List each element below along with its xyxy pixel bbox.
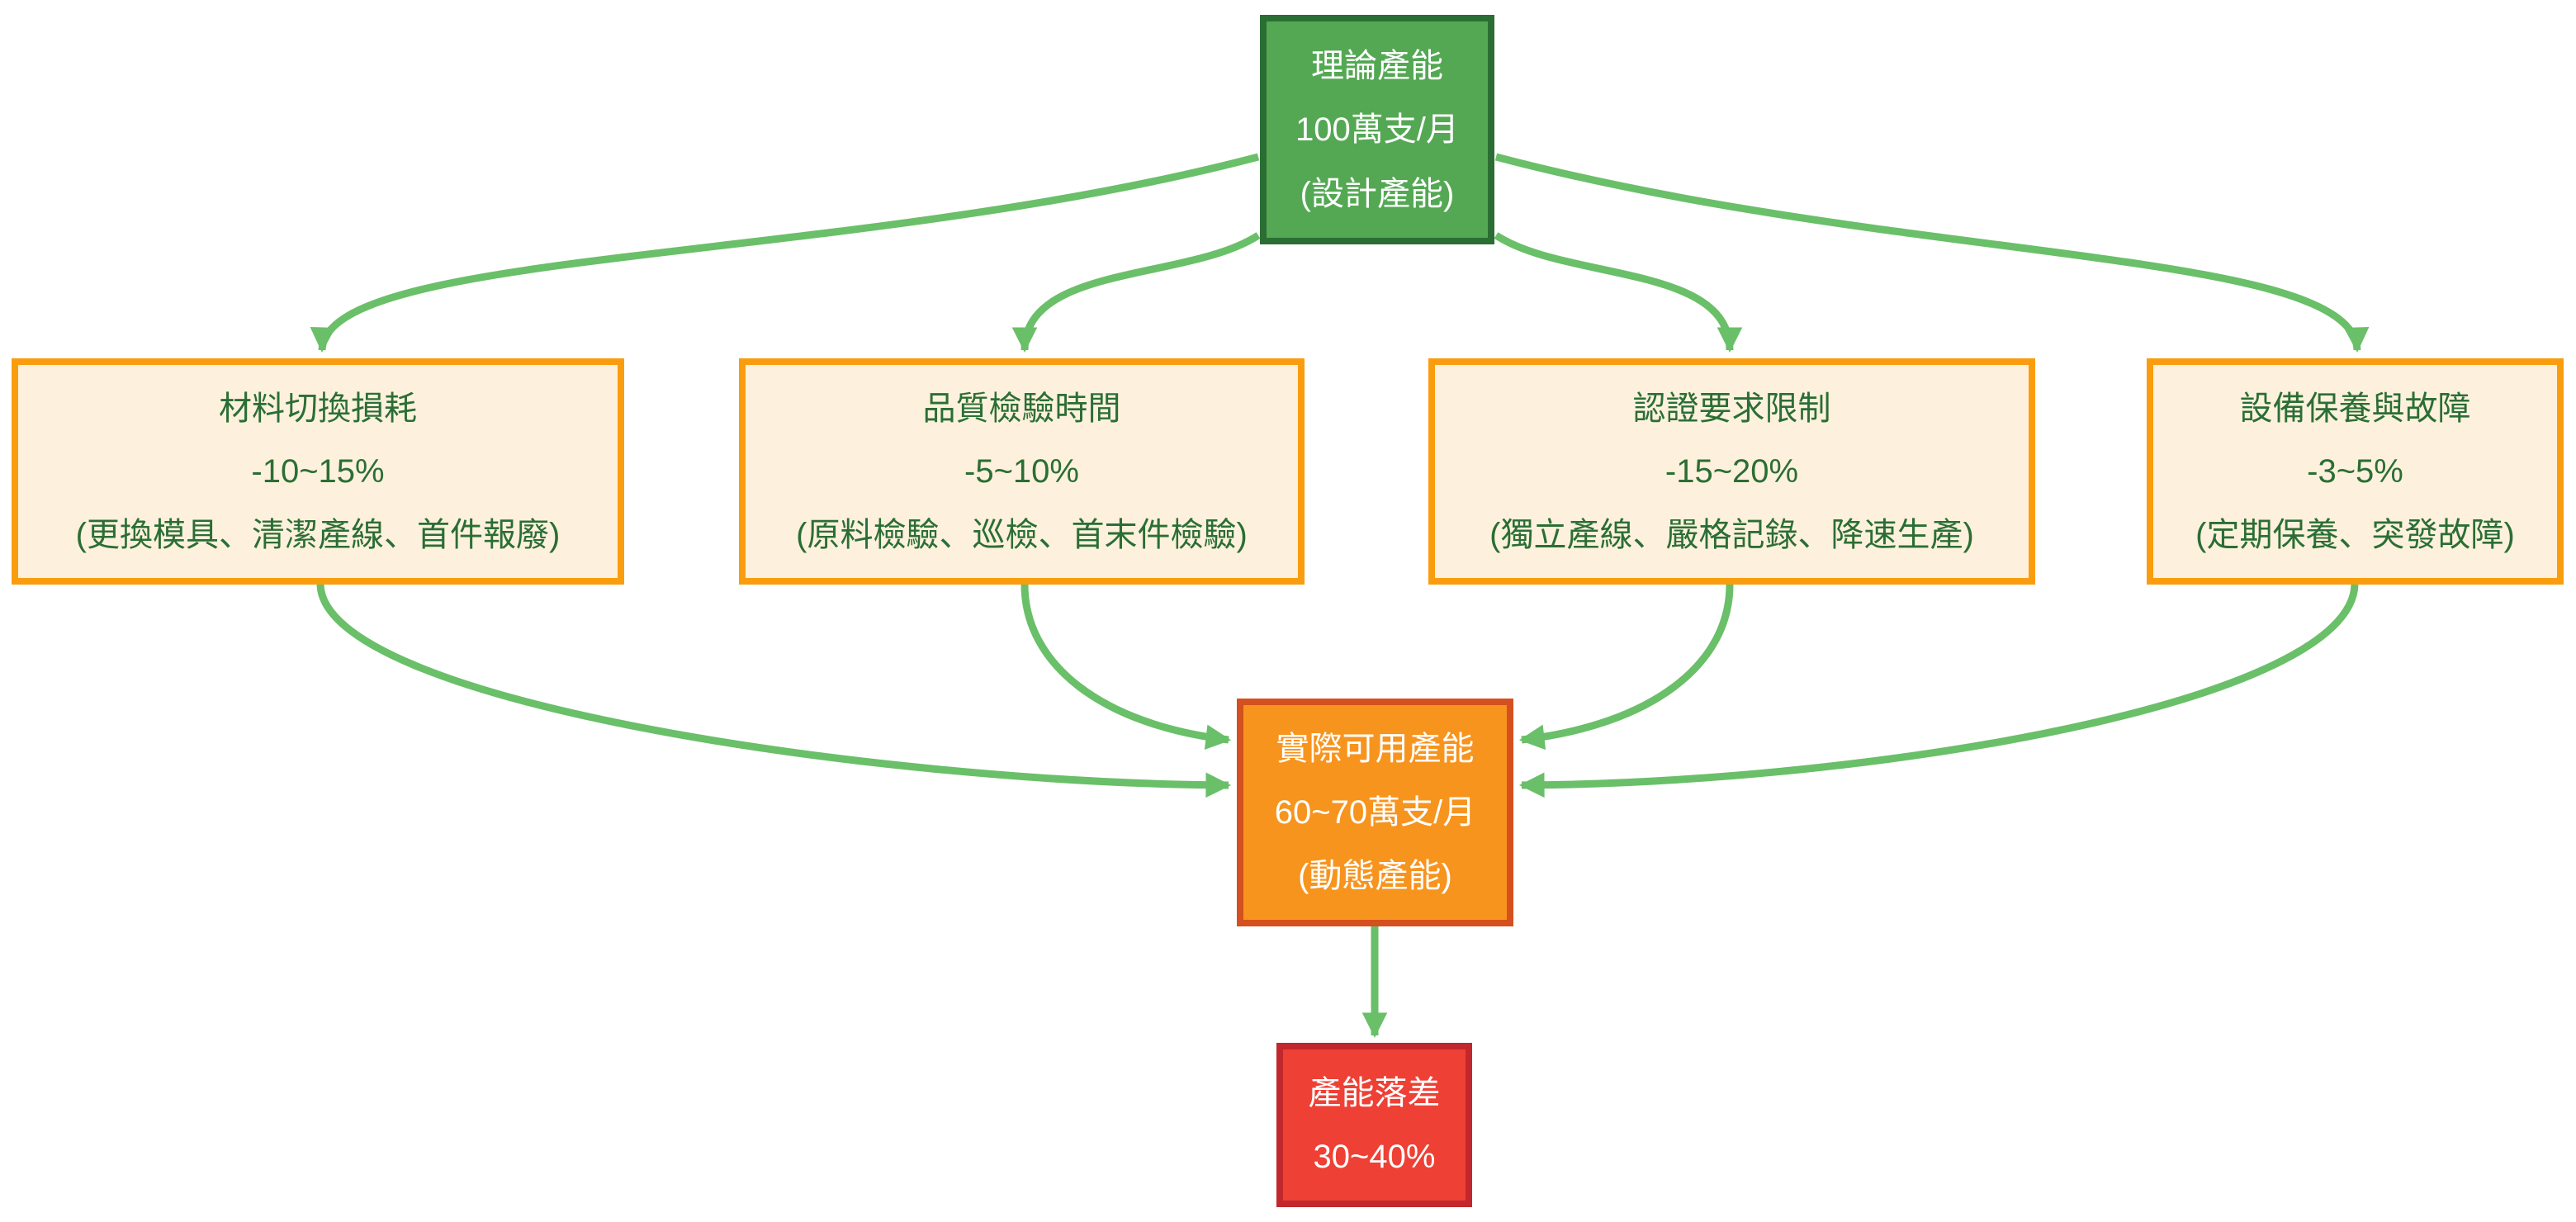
edge-material-to-actual — [316, 584, 1232, 798]
node-value: -15~20% — [1664, 453, 1799, 490]
node-note: (設計產能) — [1300, 175, 1455, 212]
edge-quality-to-actual — [1020, 584, 1232, 750]
node-theoretical-capacity: 理論產能 100萬支/月 (設計產能) — [1260, 15, 1494, 244]
node-actual-available-capacity: 實際可用產能 60~70萬支/月 (動態產能) — [1237, 699, 1513, 926]
edge-certification-to-actual — [1518, 584, 1734, 751]
node-value: 30~40% — [1313, 1139, 1436, 1175]
node-capacity-gap: 產能落差 30~40% — [1276, 1043, 1472, 1207]
edge-theoretical-to-quality — [1011, 232, 1261, 353]
node-note: (更換模具、清潔產線、首件報廢) — [75, 516, 561, 553]
node-value: -5~10% — [964, 453, 1079, 490]
node-value: 60~70萬支/月 — [1274, 794, 1476, 831]
node-title: 產能落差 — [1308, 1075, 1441, 1111]
node-title: 實際可用產能 — [1276, 731, 1475, 767]
node-value: -3~5% — [2307, 453, 2403, 490]
node-title: 認證要求限制 — [1632, 390, 1831, 427]
node-title: 理論產能 — [1311, 47, 1443, 84]
edge-maintenance-to-actual — [1518, 584, 2359, 798]
node-title: 品質檢驗時間 — [922, 390, 1121, 427]
node-title: 設備保養與故障 — [2239, 390, 2471, 427]
node-note: (定期保養、突發故障) — [2195, 516, 2515, 553]
edge-theoretical-to-material — [310, 153, 1260, 353]
node-material-changeover-loss: 材料切換損耗 -10~15% (更換模具、清潔產線、首件報廢) — [12, 358, 624, 585]
node-quality-inspection-time: 品質檢驗時間 -5~10% (原料檢驗、巡檢、首末件檢驗) — [739, 358, 1305, 585]
node-value: 100萬支/月 — [1295, 111, 1459, 148]
edge-theoretical-to-maintenance — [1494, 153, 2370, 353]
node-certification-constraints: 認證要求限制 -15~20% (獨立產線、嚴格記錄、降速生產) — [1428, 358, 2035, 585]
node-note: (原料檢驗、巡檢、首末件檢驗) — [796, 516, 1248, 553]
node-title: 材料切換損耗 — [219, 390, 417, 427]
node-equipment-maintenance-failure: 設備保養與故障 -3~5% (定期保養、突發故障) — [2147, 358, 2564, 585]
edge-theoretical-to-certification — [1494, 232, 1743, 353]
node-note: (動態產能) — [1298, 858, 1452, 894]
node-note: (獨立產線、嚴格記錄、降速生產) — [1489, 516, 1974, 553]
node-value: -10~15% — [251, 453, 385, 490]
